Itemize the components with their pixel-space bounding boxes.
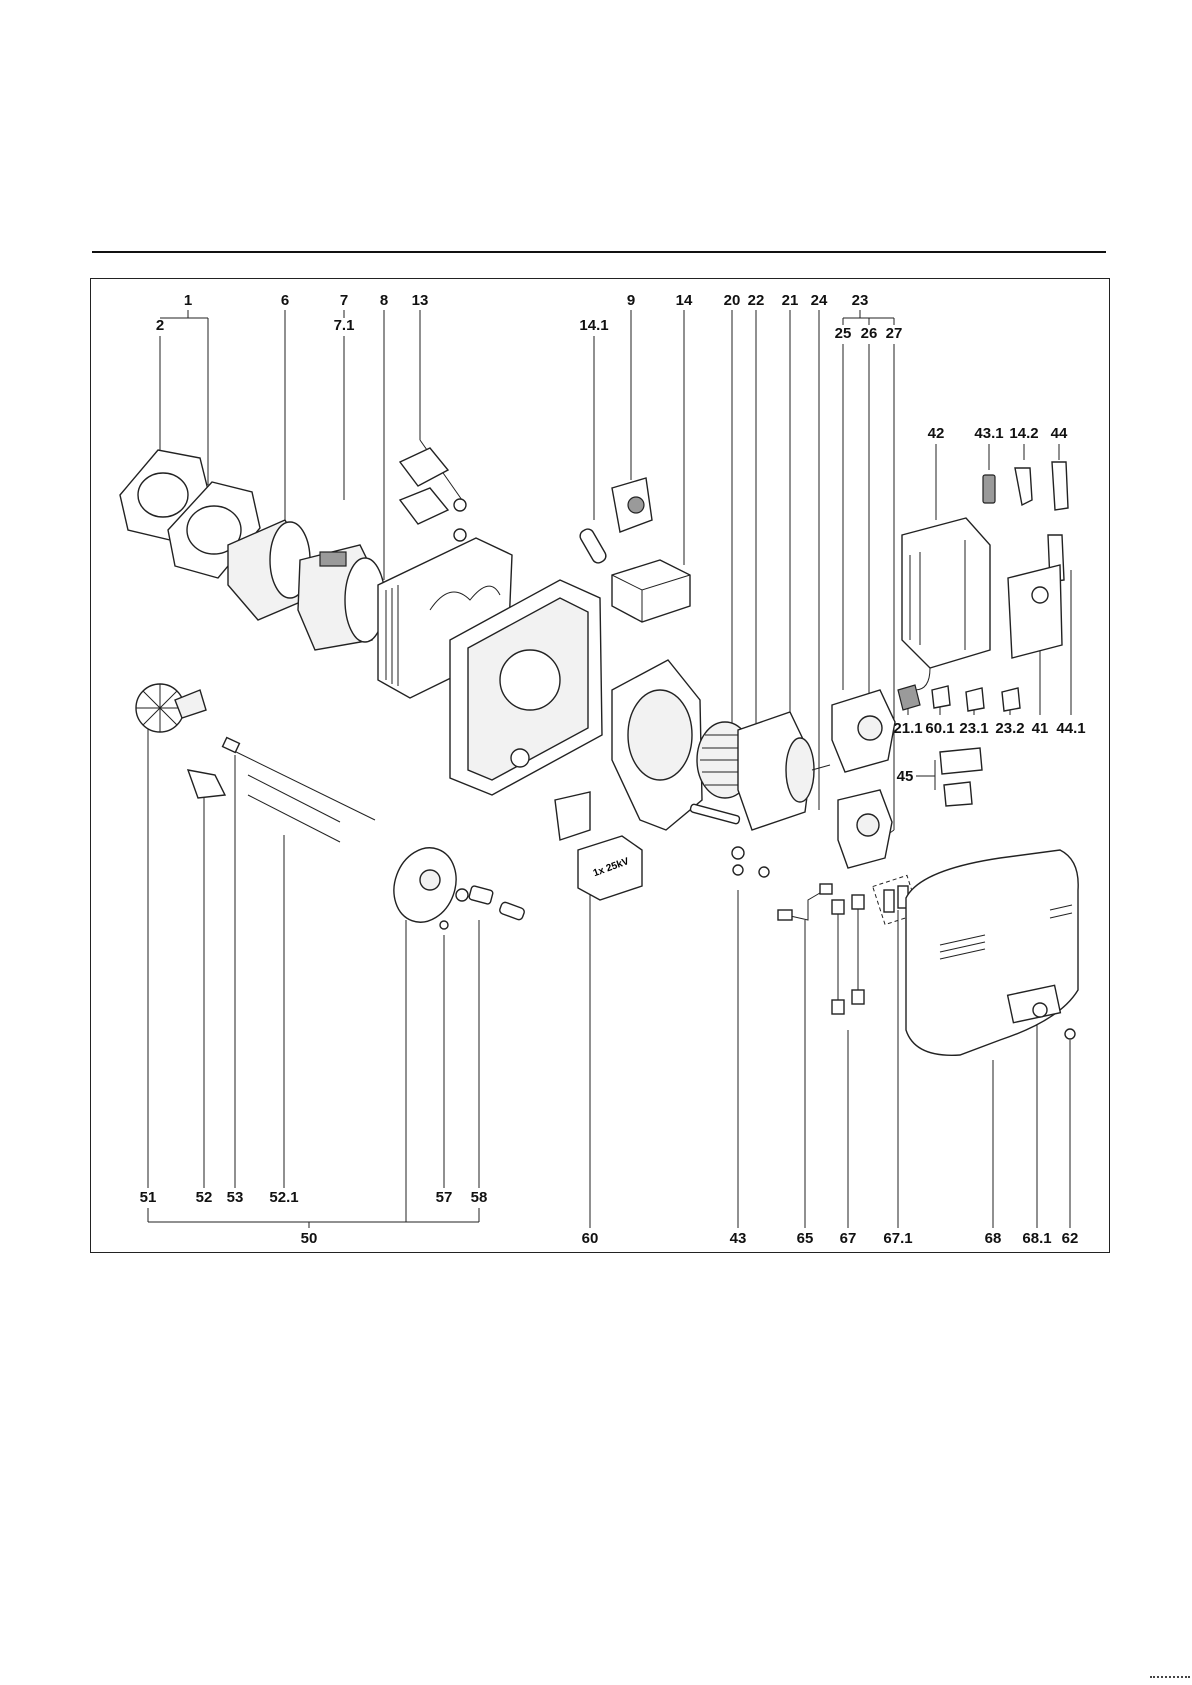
- callout-50: 50: [301, 1230, 318, 1247]
- air-damper-7: [298, 545, 385, 650]
- callout-14: 14: [676, 292, 693, 309]
- cover-plate-41: [1008, 565, 1062, 658]
- callout-51: 51: [140, 1189, 157, 1206]
- connector-23-2: [1002, 688, 1020, 711]
- callout-13: 13: [412, 292, 429, 309]
- oil-pump-upper: [832, 690, 895, 772]
- damper-flaps-13: [400, 448, 466, 541]
- callout-62: 62: [1062, 1230, 1079, 1247]
- connector-23-1: [966, 688, 984, 711]
- control-box-42: [902, 518, 990, 690]
- callout-44: 44: [1051, 425, 1068, 442]
- callout-52-1: 52.1: [269, 1189, 298, 1206]
- callout-41: 41: [1032, 720, 1049, 737]
- hood-68: [906, 850, 1078, 1055]
- nozzle-parts-58: [456, 885, 525, 920]
- callout-21-1: 21.1: [893, 720, 922, 737]
- callout-27: 27: [886, 325, 903, 342]
- motor-22: [738, 712, 830, 830]
- callout-60: 60: [582, 1230, 599, 1247]
- callout-58: 58: [471, 1189, 488, 1206]
- oil-hoses-67: [832, 895, 864, 1014]
- callout-43: 43: [730, 1230, 747, 1247]
- oil-pump-lower: [838, 790, 892, 868]
- callout-1: 1: [184, 292, 192, 309]
- callout-14-2: 14.2: [1009, 425, 1038, 442]
- callout-14-1: 14.1: [579, 317, 608, 334]
- electrodes-52-1: [248, 775, 340, 842]
- callout-25: 25: [835, 325, 852, 342]
- callout-20: 20: [724, 292, 741, 309]
- callout-23-2: 23.2: [995, 720, 1024, 737]
- callout-23-1: 23.1: [959, 720, 988, 737]
- callout-26: 26: [861, 325, 878, 342]
- callout-68-1: 68.1: [1022, 1230, 1051, 1247]
- callout-68: 68: [985, 1230, 1002, 1247]
- callout-42: 42: [928, 425, 945, 442]
- callout-9: 9: [627, 292, 635, 309]
- callout-23: 23: [852, 292, 869, 309]
- screw-57: [440, 921, 448, 929]
- adjustment-wheel-51: [136, 684, 206, 732]
- callout-57: 57: [436, 1189, 453, 1206]
- plug-44: [1052, 462, 1068, 510]
- callout-60-1: 60.1: [925, 720, 954, 737]
- leader-lines: [148, 310, 1071, 1228]
- pin-14-1: [578, 527, 608, 565]
- callout-2: 2: [156, 317, 164, 334]
- terminal-45-lower: [944, 782, 972, 806]
- screw-62: [1065, 1029, 1075, 1039]
- callout-44-1: 44.1: [1056, 720, 1085, 737]
- callout-7: 7: [340, 292, 348, 309]
- callout-24: 24: [811, 292, 828, 309]
- callout-6: 6: [281, 292, 289, 309]
- connector-60-1: [932, 686, 950, 708]
- corner-mark: [1150, 1676, 1190, 1681]
- callout-67: 67: [840, 1230, 857, 1247]
- nozzle-line-65: [778, 884, 832, 920]
- head-disc-50: [384, 839, 466, 931]
- callout-52: 52: [196, 1189, 213, 1206]
- fan-plate: [612, 660, 702, 830]
- parts-artwork: 1x 25kV: [120, 448, 1078, 1055]
- callout-8: 8: [380, 292, 388, 309]
- adjuster-9: [612, 478, 652, 532]
- callout-67-1: 67.1: [883, 1230, 912, 1247]
- callout-53: 53: [227, 1189, 244, 1206]
- callout-7-1: 7.1: [334, 317, 355, 334]
- connector-43-1: [983, 475, 995, 503]
- callout-43-1: 43.1: [974, 425, 1003, 442]
- block-14: [612, 560, 690, 622]
- clip-52: [188, 770, 225, 798]
- connector-21-1: [898, 685, 920, 710]
- callout-22: 22: [748, 292, 765, 309]
- callout-45: 45: [897, 768, 914, 785]
- ignition-transformer-60: 1x 25kV: [555, 792, 642, 900]
- callout-65: 65: [797, 1230, 814, 1247]
- terminal-45-upper: [940, 748, 982, 774]
- connector-14-2: [1015, 468, 1032, 505]
- electrode-53: [223, 738, 375, 820]
- callout-21: 21: [782, 292, 799, 309]
